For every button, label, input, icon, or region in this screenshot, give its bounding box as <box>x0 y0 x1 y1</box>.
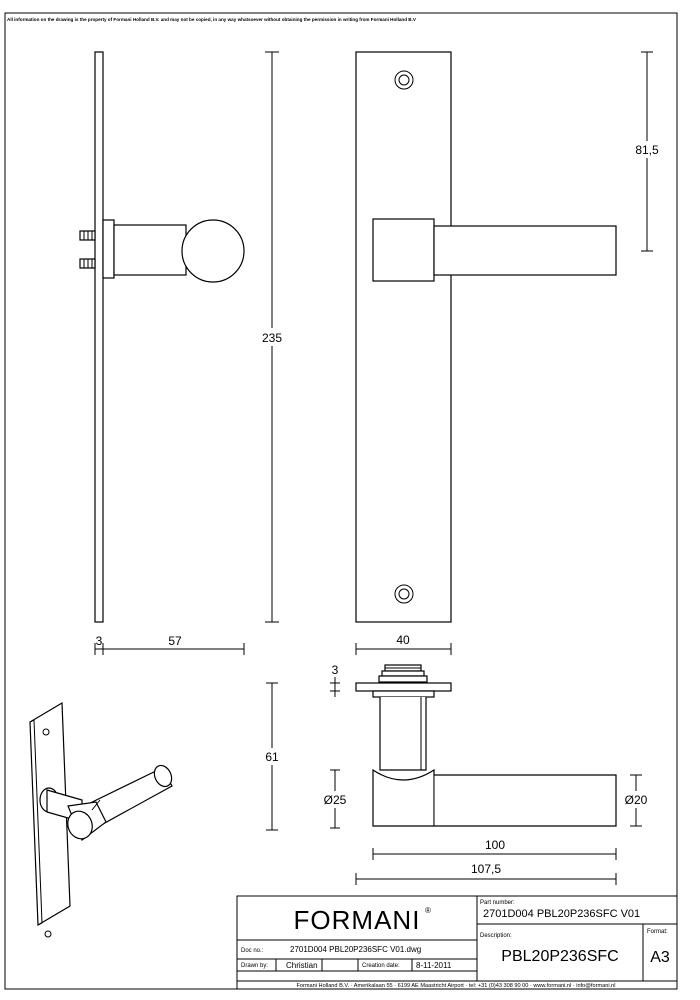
isometric-view <box>29 701 173 938</box>
lever-end-side <box>181 219 245 283</box>
registered-mark: ® <box>425 906 431 915</box>
dim-d20: Ø20 <box>625 793 648 807</box>
rose-top <box>372 690 435 698</box>
iso-screw-top <box>42 728 50 736</box>
top-view <box>355 664 617 827</box>
copyright-notice: All information on the drawing is the pr… <box>7 17 417 22</box>
dim-3-plate: 3 <box>96 634 103 648</box>
title-block: FORMANI ® Part number: 2701D004 PBL20P23… <box>236 895 678 990</box>
dim-side-projection: 3 57 <box>94 634 245 655</box>
plate-top <box>355 682 452 692</box>
drawn-by: Christian <box>286 961 318 970</box>
front-view <box>355 51 617 623</box>
creation-date: 8-11-2011 <box>416 961 452 970</box>
dim-100: 100 <box>485 838 505 852</box>
dim-top-to-handle: 81,5 <box>632 51 664 252</box>
dim-61: 61 <box>265 750 279 764</box>
lever-knuckle-top <box>372 768 435 827</box>
dim-57: 57 <box>168 634 182 648</box>
screw-hole-top <box>394 70 414 90</box>
iso-screw-bottom <box>44 930 52 938</box>
description-label: Description: <box>480 933 512 939</box>
screw-hole-bottom <box>394 584 414 604</box>
backplate-side <box>94 51 104 623</box>
doc-no-label: Doc no.: <box>241 948 264 954</box>
company-footer: Formani Holland B.V. · Amerikalaan 55 · … <box>296 983 615 989</box>
dim-235: 235 <box>262 331 282 345</box>
dim-3-rose: 3 <box>332 663 339 677</box>
dim-plate-width: 40 <box>355 633 452 655</box>
lever-front <box>433 225 617 276</box>
iso-knuckle <box>67 810 93 840</box>
creation-date-label: Creation date: <box>362 963 400 969</box>
neck-side <box>113 224 187 276</box>
dim-lever-diameter: Ø20 <box>621 774 651 827</box>
backplate-front <box>355 51 452 623</box>
side-view <box>79 51 245 623</box>
drawing-border <box>4 12 678 990</box>
dim-81-5: 81,5 <box>635 143 659 157</box>
dim-d25: Ø25 <box>324 793 347 807</box>
format: A3 <box>650 949 670 966</box>
part-number-label: Part number: <box>480 900 515 906</box>
drawn-by-label: Drawn by: <box>241 963 268 969</box>
part-number: 2701D004 PBL20P236SFC V01 <box>483 908 640 920</box>
dim-total-length: 107,5 <box>355 862 617 885</box>
dim-107-5: 107,5 <box>471 862 501 876</box>
description: PBL20P236SFC <box>501 948 618 965</box>
dim-lever-length: 100 <box>372 838 617 860</box>
rose-side <box>102 219 115 279</box>
lever-top <box>434 774 617 827</box>
dim-rose-diameter: Ø25 <box>320 769 350 829</box>
rose-front <box>372 218 435 282</box>
formani-logo: FORMANI <box>294 905 421 935</box>
dim-total-height: 235 <box>258 51 286 623</box>
dim-rose-thickness: 3 <box>330 663 340 697</box>
format-label: Format: <box>647 929 668 935</box>
dim-40: 40 <box>396 633 410 647</box>
dim-handle-height: 61 <box>260 682 284 831</box>
doc-no: 2701D004 PBL20P236SFC V01.dwg <box>290 945 421 954</box>
screw-studs <box>79 230 96 269</box>
